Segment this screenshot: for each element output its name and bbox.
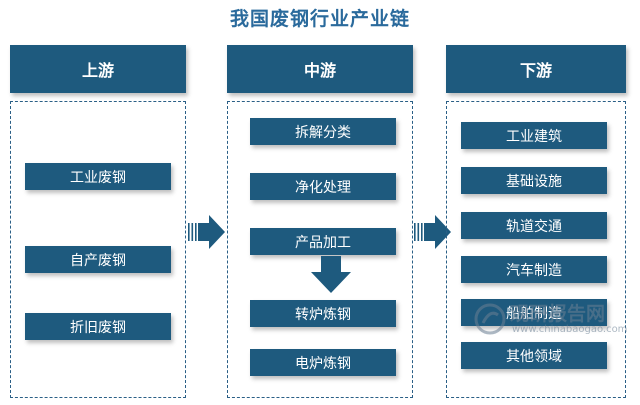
downstream-header: 下游 xyxy=(446,45,626,93)
watermark-logo-icon xyxy=(474,303,506,335)
diagram-title: 我国废钢行业产业链 xyxy=(229,8,410,30)
midstream-item: 转炉炼钢 xyxy=(250,300,396,327)
downstream-item: 轨道交通 xyxy=(461,212,607,239)
upstream-box xyxy=(10,101,186,398)
midstream-item: 净化处理 xyxy=(250,173,396,200)
downstream-item: 其他领域 xyxy=(461,342,607,369)
downstream-item: 工业建筑 xyxy=(461,122,607,149)
midstream-box xyxy=(227,101,413,398)
midstream-header: 中游 xyxy=(227,45,413,93)
midstream-item: 产品加工 xyxy=(250,228,396,255)
upstream-item: 折旧废钢 xyxy=(25,313,171,340)
midstream-item: 拆解分类 xyxy=(250,118,396,145)
downstream-item: 基础设施 xyxy=(461,167,607,194)
right-arrow-icon xyxy=(188,215,225,249)
right-arrow-icon xyxy=(414,215,451,249)
watermark-text: 观研报告网 xyxy=(510,303,606,325)
downstream-box xyxy=(446,101,626,398)
downstream-item: 汽车制造 xyxy=(461,256,607,283)
watermark: 观研报告网 www.chinabaogao.com xyxy=(474,299,634,343)
upstream-item: 自产废钢 xyxy=(25,246,171,273)
midstream-item: 电炉炼钢 xyxy=(250,349,396,376)
down-arrow-icon xyxy=(311,256,351,293)
watermark-subtext: www.chinabaogao.com xyxy=(512,324,628,335)
upstream-item: 工业废钢 xyxy=(25,163,171,190)
upstream-header: 上游 xyxy=(10,45,186,93)
